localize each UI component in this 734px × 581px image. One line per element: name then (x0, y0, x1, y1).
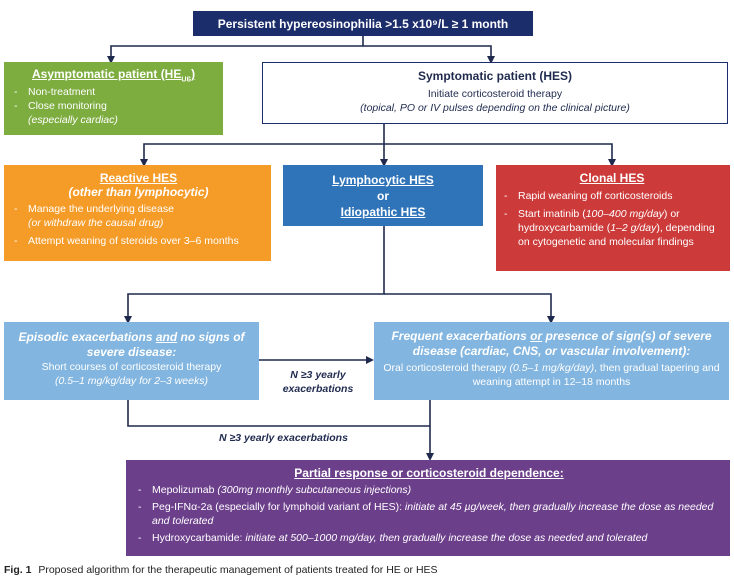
frequent-line1: Oral corticosteroid therapy (0.5–1 mg/kg… (383, 362, 720, 388)
symptomatic-line1: Initiate corticosteroid therapy (427, 88, 563, 100)
asymptomatic-list: Non-treatment Close monitoring (10, 85, 219, 113)
arrow-to-asymptomatic (107, 36, 364, 64)
episodic-box: Episodic exacerbations and no signs of s… (4, 322, 259, 400)
episodic-title: Episodic exacerbations and no signs of s… (18, 330, 245, 359)
top-box: Persistent hypereosinophilia >1.5 x10⁹/L… (193, 11, 533, 36)
arrow-to-frequent (384, 293, 555, 324)
middle-label: N ≥3 yearly exacerbations (282, 369, 354, 395)
partial-list: Mepolizumab (300mg monthly subcutaneous … (134, 483, 724, 545)
episodic-line1: Short courses of corticosteroid therapy (41, 361, 222, 373)
list-item: Non-treatment (10, 85, 219, 99)
list-item: Peg-IFNα-2a (especially for lymphoid var… (134, 500, 724, 528)
frequent-box: Frequent exacerbations or presence of si… (374, 322, 729, 400)
clonal-box: Clonal HES Rapid weaning off corticoster… (496, 165, 730, 271)
symptomatic-line2: (topical, PO or IV pulses depending on t… (360, 102, 630, 114)
arrow-episodic-to-partial (127, 400, 430, 427)
list-item: Manage the underlying disease(or withdra… (10, 202, 267, 230)
bottom-label: N ≥3 yearly exacerbations (219, 432, 348, 444)
caption-text: Proposed algorithm for the therapeutic m… (38, 564, 438, 576)
frequent-title: Frequent exacerbations or presence of si… (391, 329, 712, 358)
symptomatic-title: Symptomatic patient (HES) (417, 69, 573, 83)
list-item: Start imatinib (100–400 mg/day) or hydro… (500, 207, 724, 249)
arrow-to-episodic (124, 226, 385, 324)
reactive-list: Manage the underlying disease(or withdra… (10, 202, 267, 248)
list-item: Attempt weaning of steroids over 3–6 mon… (10, 234, 267, 248)
figure-caption: Fig. 1 Proposed algorithm for the therap… (4, 564, 438, 576)
reactive-box: Reactive HES (other than lymphocytic) Ma… (4, 165, 271, 261)
top-title: Persistent hypereosinophilia >1.5 x10⁹/L… (217, 17, 509, 31)
list-item: Mepolizumab (300mg monthly subcutaneous … (134, 483, 724, 497)
list-item: Rapid weaning off corticosteroids (500, 189, 724, 203)
reactive-subtitle: (other than lymphocytic) (68, 185, 209, 199)
symptomatic-box: Symptomatic patient (HES) Initiate corti… (262, 62, 728, 124)
episodic-line2: (0.5–1 mg/kg/day for 2–3 weeks) (55, 375, 208, 387)
asymptomatic-title: Asymptomatic patient (HEUS) (32, 67, 196, 84)
arrow-to-symptomatic (363, 45, 495, 64)
partial-box: Partial response or corticosteroid depen… (126, 460, 730, 556)
clonal-title: Clonal HES (579, 171, 645, 185)
lymphocytic-line2: or (377, 189, 389, 203)
list-item: Close monitoring (10, 99, 219, 113)
lymphocytic-line1: Lymphocytic HES (332, 173, 434, 187)
arrow-to-clonal (384, 143, 616, 167)
asymptomatic-note: (especially cardiac) (28, 114, 118, 127)
caption-label: Fig. 1 (4, 564, 32, 576)
clonal-list: Rapid weaning off corticosteroids Start … (500, 189, 724, 249)
asymptomatic-box: Asymptomatic patient (HEUS) Non-treatmen… (4, 62, 223, 135)
lymphocytic-box: Lymphocytic HES or Idiopathic HES (283, 165, 483, 226)
reactive-title: Reactive HES (99, 171, 178, 185)
arrow-to-reactive (140, 124, 385, 167)
list-item: Hydroxycarbamide: initiate at 500–1000 m… (134, 531, 724, 545)
partial-title: Partial response or corticosteroid depen… (294, 466, 564, 480)
lymphocytic-line3: Idiopathic HES (340, 205, 426, 219)
